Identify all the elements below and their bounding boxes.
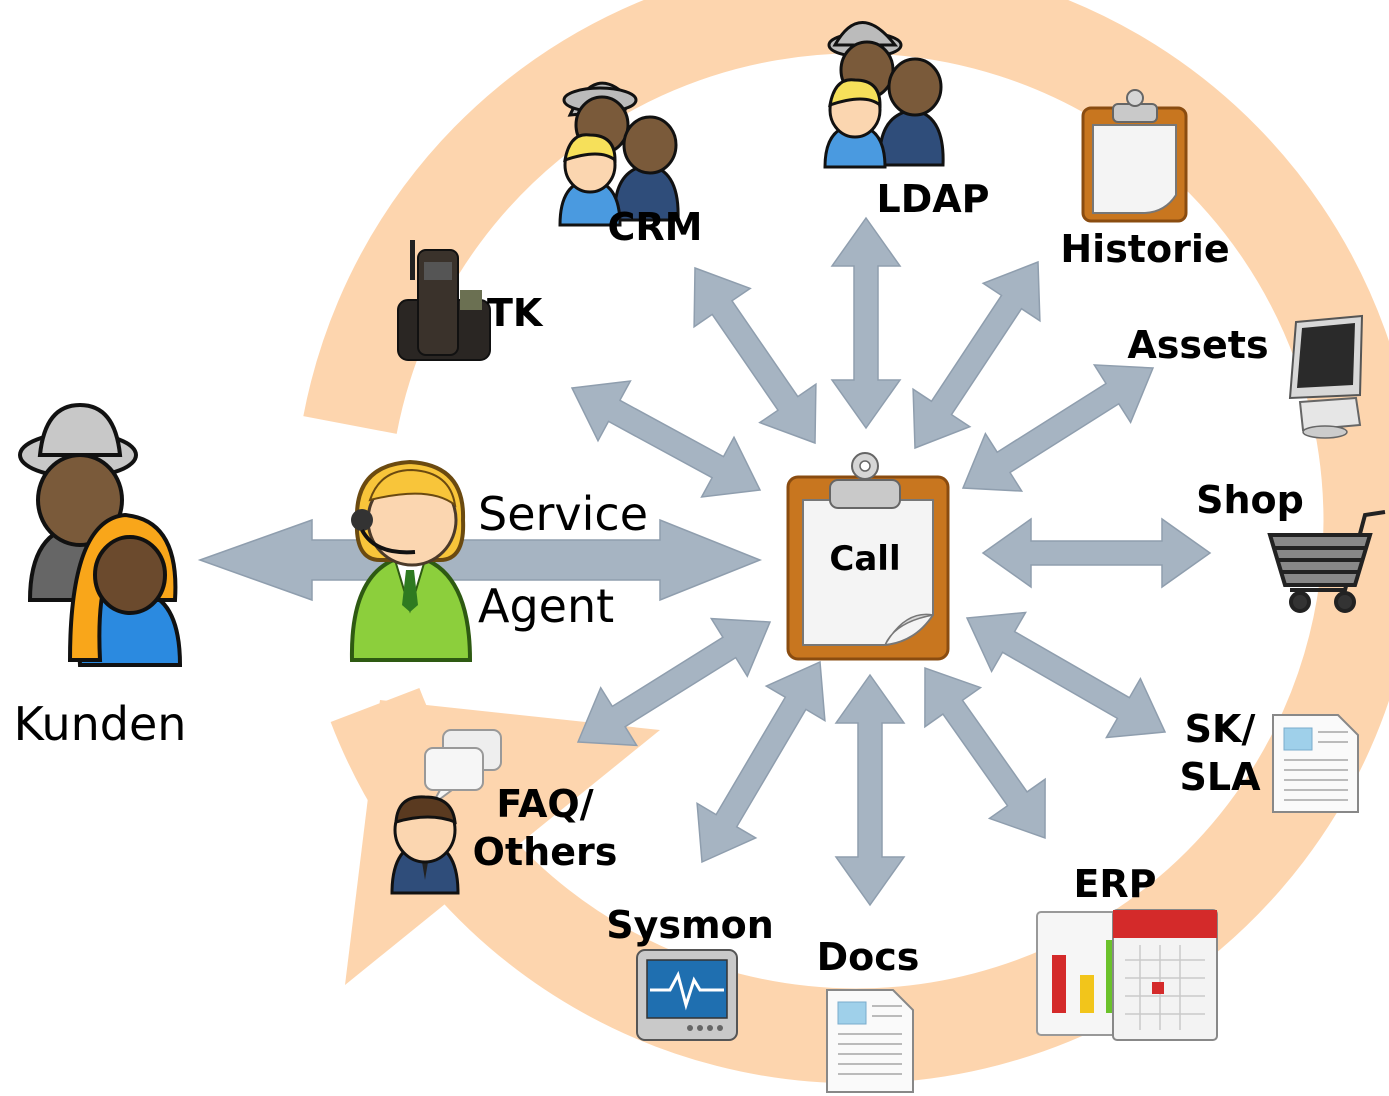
docs-document-icon	[826, 989, 914, 1093]
sk-sla-label-line2: SLA	[1180, 755, 1262, 799]
customer-icon	[18, 402, 183, 667]
docs-label: Docs	[817, 935, 920, 979]
arrow-erp	[924, 666, 1046, 840]
assets-monitor-icon	[1288, 314, 1364, 439]
arrow-assets	[961, 364, 1155, 492]
historie-label: Historie	[1060, 227, 1229, 271]
agent-customer-arrow	[197, 518, 763, 602]
faq-label-line2: Others	[473, 830, 618, 874]
ldap-label: LDAP	[876, 177, 989, 221]
agent-label-line2: Agent	[478, 579, 614, 633]
assets-label: Assets	[1127, 323, 1268, 367]
erp-chart-calendar-icon	[1036, 909, 1218, 1041]
radial-arrows	[570, 216, 1212, 907]
faq-person-icon	[390, 729, 502, 895]
sk-sla-document-icon	[1272, 714, 1359, 813]
arrow-historie	[912, 260, 1041, 450]
shop-label: Shop	[1196, 478, 1304, 522]
arrow-crm	[693, 266, 817, 445]
call-clipboard-icon: Call	[786, 452, 950, 661]
customer-label: Kunden	[14, 697, 187, 751]
sysmon-monitor-icon	[636, 949, 738, 1041]
faq-label-line1: FAQ/	[496, 782, 593, 826]
arrow-tk	[570, 380, 762, 498]
crm-people-icon	[558, 81, 680, 227]
arrow-sk-sla	[965, 611, 1167, 739]
sysmon-label: Sysmon	[606, 903, 774, 947]
ldap-people-icon	[823, 21, 945, 169]
arrow-shop	[981, 517, 1212, 589]
arrow-sysmon	[696, 660, 826, 864]
call-label: Call	[829, 539, 900, 579]
arrow-docs	[834, 673, 906, 907]
erp-label: ERP	[1073, 862, 1156, 906]
sk-sla-label-line1: SK/	[1185, 707, 1256, 751]
crm-label: CRM	[608, 205, 703, 249]
arrow-faq	[576, 617, 772, 747]
shop-cart-icon	[1267, 510, 1386, 613]
phone-icon	[397, 240, 491, 361]
historie-clipboard-icon	[1081, 89, 1188, 223]
service-agent-icon	[349, 459, 473, 662]
arrow-ldap	[830, 216, 902, 430]
tk-label: TK	[487, 291, 544, 335]
agent-label-line1: Service	[478, 487, 648, 541]
